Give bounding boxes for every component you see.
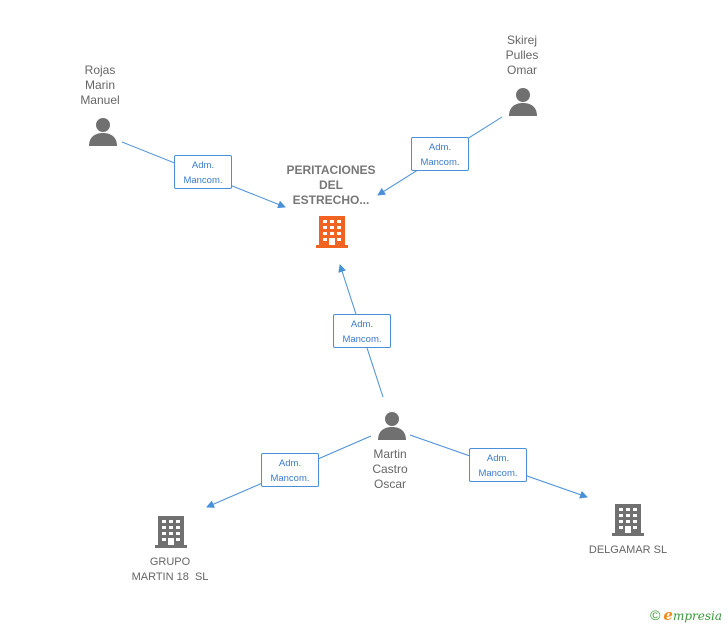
edge-label-line: Mancom. <box>420 157 460 168</box>
building-icon[interactable] <box>316 215 348 249</box>
company-name-delgamar[interactable]: DELGAMAR SL <box>572 543 684 558</box>
edge-label-line: Adm. <box>428 142 452 153</box>
edge-label-line: Mancom. <box>270 473 310 484</box>
edge-label-martin-delgamar[interactable]: Adm. Mancom. <box>469 448 527 482</box>
person-icon[interactable] <box>377 411 407 441</box>
focus-company-name-line: PERITACIONES <box>286 163 376 177</box>
person-name-line: Manuel <box>80 93 120 107</box>
company-name-line: GRUPO <box>149 556 191 568</box>
edge-label-line: Mancom. <box>183 175 223 186</box>
person-name-line: Rojas <box>84 63 116 77</box>
focus-company-name[interactable]: PERITACIONES DEL ESTRECHO... <box>272 163 390 208</box>
person-name-line: Pulles <box>505 48 539 62</box>
person-name-skirej[interactable]: Skirej Pulles Omar <box>482 33 562 78</box>
person-name-line: Oscar <box>373 477 406 491</box>
brand-name: mpresia <box>672 609 722 623</box>
person-icon[interactable] <box>508 87 538 117</box>
edge-label-skirej-focus[interactable]: Adm. Mancom. <box>411 137 469 171</box>
edge-label-line: Adm. <box>191 160 215 171</box>
company-name-grupo[interactable]: GRUPO MARTIN 18 SL <box>110 555 230 585</box>
edge-label-rojas-focus[interactable]: Adm. Mancom. <box>174 155 232 189</box>
person-name-martin[interactable]: Martin Castro Oscar <box>350 447 430 492</box>
edge-label-line: Adm. <box>350 319 374 330</box>
edge-label-line: Adm. <box>278 458 302 469</box>
copyright-icon: © <box>650 607 661 623</box>
building-icon[interactable] <box>155 515 187 549</box>
edge-label-line: Mancom. <box>342 334 382 345</box>
company-name-line: DELGAMAR SL <box>588 544 668 556</box>
person-name-line: Martin <box>373 447 407 461</box>
person-name-line: Skirej <box>506 33 537 47</box>
focus-company-name-line: DEL <box>319 178 343 192</box>
building-icon[interactable] <box>612 503 644 537</box>
focus-company-name-line: ESTRECHO... <box>292 193 370 207</box>
brand-logo: ©empresia <box>650 606 722 624</box>
edge-label-martin-grupo[interactable]: Adm. Mancom. <box>261 453 319 487</box>
edge-label-line: Mancom. <box>478 468 518 479</box>
person-icon[interactable] <box>88 117 118 147</box>
edge-label-martin-focus[interactable]: Adm. Mancom. <box>333 314 391 348</box>
edge-label-line: Adm. <box>486 453 510 464</box>
person-name-line: Omar <box>507 63 537 77</box>
person-name-line: Castro <box>372 462 408 476</box>
company-name-line: MARTIN 18 SL <box>131 571 209 583</box>
person-name-rojas[interactable]: Rojas Marin Manuel <box>60 63 140 108</box>
person-name-line: Marin <box>84 78 115 92</box>
brand-initial: e <box>663 606 673 624</box>
